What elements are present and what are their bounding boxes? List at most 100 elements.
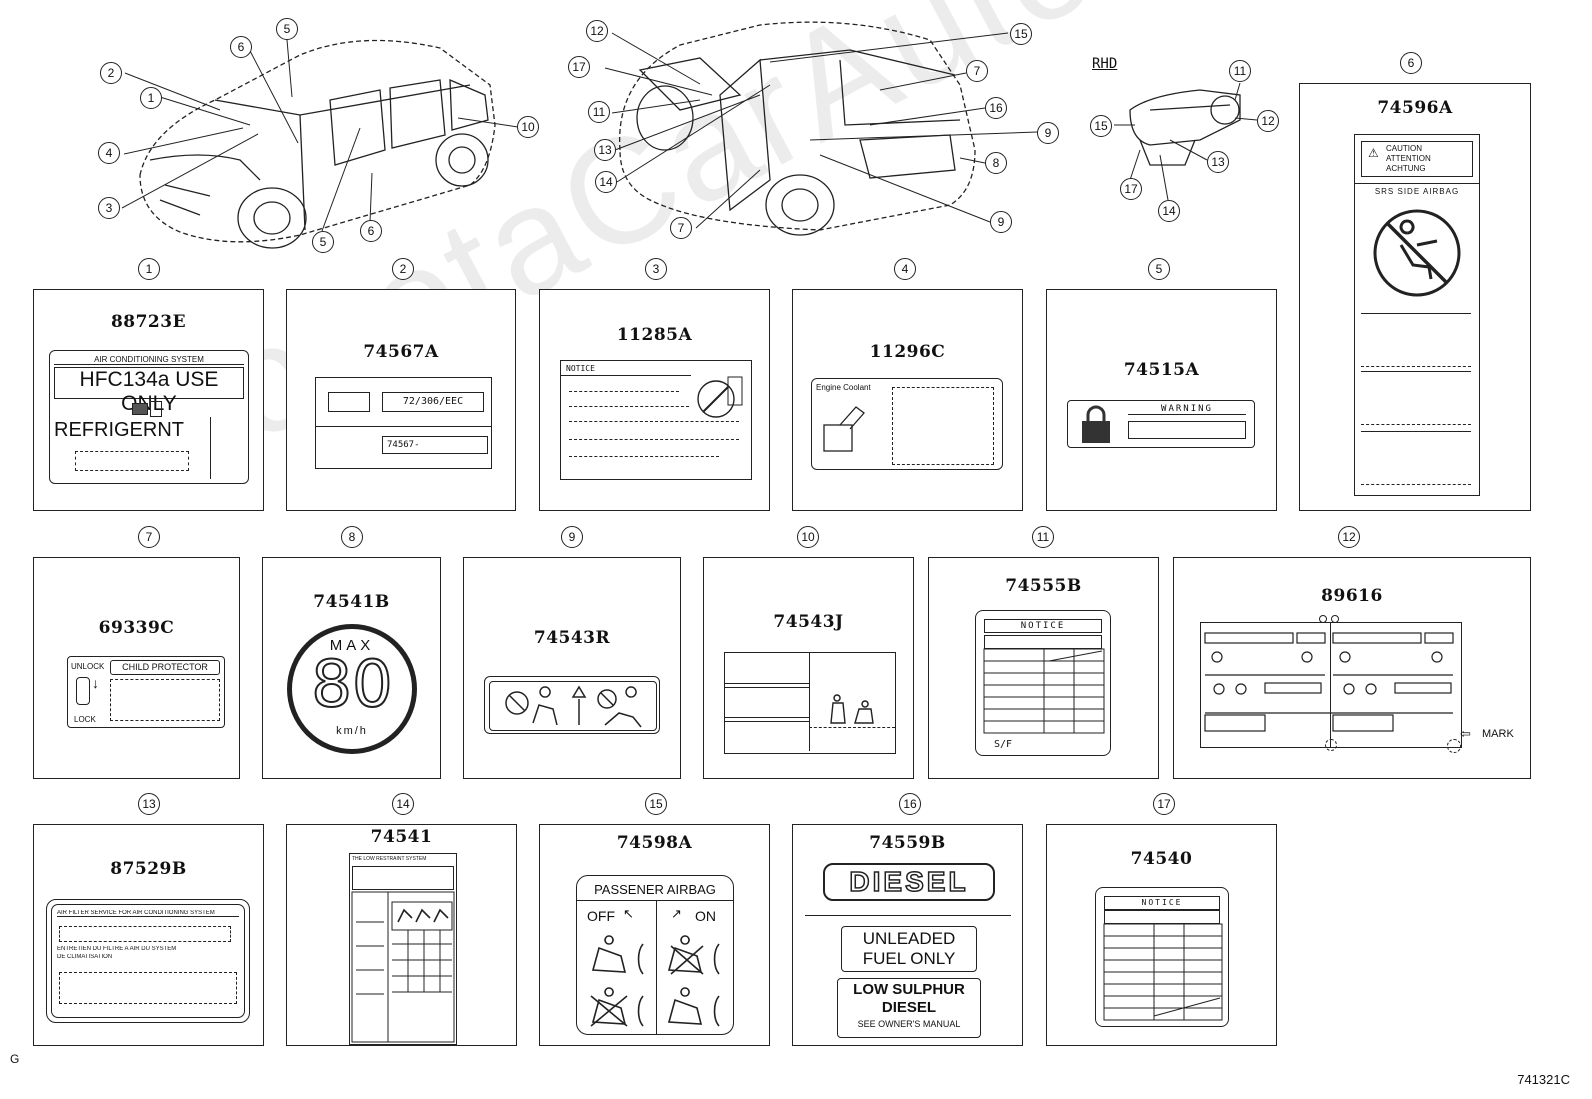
panel-index: 2 bbox=[392, 258, 414, 280]
child-protector-label: UNLOCK CHILD PROTECTOR ↓ LOCK bbox=[67, 656, 225, 728]
ac-side bbox=[210, 417, 245, 479]
lock-icon bbox=[1082, 405, 1110, 443]
caution-text: CAUTION bbox=[1386, 144, 1422, 153]
speed-limit-label: MAX 80 km/h bbox=[287, 624, 417, 754]
callout-mid: 11 bbox=[588, 101, 610, 123]
lock-text: LOCK bbox=[74, 715, 96, 724]
divider bbox=[1330, 623, 1331, 747]
callout-mid: 9 bbox=[1037, 122, 1059, 144]
caution-box: ⚠ CAUTION ATTENTION ACHTUNG bbox=[1361, 141, 1473, 177]
achtung-text: ACHTUNG bbox=[1386, 164, 1426, 173]
diesel-text: DIESEL bbox=[849, 865, 969, 898]
panel-index: 5 bbox=[1148, 258, 1170, 280]
part-number: 74598A bbox=[616, 833, 693, 853]
callout-left: 6 bbox=[230, 36, 252, 58]
coolant-label: Engine Coolant bbox=[811, 378, 1003, 470]
box bbox=[328, 392, 370, 412]
diesel-small-text: DIESEL bbox=[881, 999, 937, 1016]
callout-mid: 14 bbox=[595, 171, 617, 193]
label-panel-15: 74598A PASSENER AIRBAG OFF ↖ ↗ ON bbox=[539, 824, 770, 1046]
notice-header: NOTICE bbox=[566, 364, 595, 373]
off-text: OFF bbox=[587, 908, 615, 924]
sf-label: S/F bbox=[994, 739, 1013, 750]
part-number: 74559B bbox=[869, 833, 946, 853]
attention-text: ATTENTION bbox=[1386, 154, 1431, 163]
row bbox=[725, 721, 809, 722]
tool-icon bbox=[697, 376, 743, 418]
notice-grid bbox=[983, 648, 1105, 734]
text-block bbox=[110, 679, 220, 721]
part-number: 74543R bbox=[533, 628, 611, 648]
label-panel-4: 11296C Engine Coolant bbox=[792, 289, 1023, 511]
text-line bbox=[569, 421, 739, 422]
callout-left: 6 bbox=[360, 220, 382, 242]
rhd-dashboard-illustration bbox=[1129, 89, 1241, 166]
restraint-header: THE LOW RESTRAINT SYSTEM bbox=[352, 856, 427, 862]
seat-label bbox=[724, 652, 896, 754]
box bbox=[352, 866, 454, 890]
part-number: 88723E bbox=[110, 312, 187, 332]
label-code: 74567- bbox=[382, 436, 488, 454]
notice-grid bbox=[1103, 923, 1223, 1021]
text-block bbox=[1361, 371, 1471, 425]
text-block bbox=[59, 972, 237, 1004]
text-block bbox=[59, 926, 231, 942]
notice-table-label-17: NOTICE bbox=[1095, 887, 1229, 1027]
callout-left: 4 bbox=[98, 142, 120, 164]
callout-left: 10 bbox=[517, 116, 539, 138]
filter-fr2: DE CLIMATISATION bbox=[57, 954, 113, 960]
unleaded-text: UNLEADED bbox=[862, 929, 956, 948]
callout-left: 3 bbox=[98, 197, 120, 219]
coolant-icon bbox=[823, 406, 865, 452]
unlock-text: UNLOCK bbox=[71, 662, 105, 671]
inner-frame bbox=[489, 681, 657, 731]
callout-left: 5 bbox=[312, 231, 334, 253]
panel-index: 14 bbox=[392, 793, 414, 815]
row bbox=[725, 687, 809, 688]
panel-index: 3 bbox=[645, 258, 667, 280]
label-panel-13: 87529B AIR FILTER SERVICE FOR AIR CONDIT… bbox=[33, 824, 264, 1046]
warning-header: WARNING bbox=[1128, 404, 1246, 415]
callout-rhd: 13 bbox=[1207, 151, 1229, 173]
label-panel-1: 88723E AIR CONDITIONING SYSTEM HFC134a U… bbox=[33, 289, 264, 511]
label-panel-2: 74567A 72/306/EEC 74567- bbox=[286, 289, 516, 511]
ac-field bbox=[75, 451, 189, 471]
leader-lines bbox=[121, 32, 1258, 232]
label-panel-16: 74559B DIESEL UNLEADED FUEL ONLY LOW SUL… bbox=[792, 824, 1023, 1046]
airbag-warning-label bbox=[484, 676, 660, 734]
left-column bbox=[725, 653, 810, 751]
text-line bbox=[569, 439, 739, 440]
panel-index: 1 bbox=[138, 258, 160, 280]
on-arrow-icon: ↗ bbox=[671, 906, 682, 921]
no-seat-icon bbox=[1373, 209, 1461, 297]
arrow-left-icon: ⇦ bbox=[1460, 726, 1471, 741]
part-number: 11296C bbox=[869, 342, 946, 362]
ac-filter-label: AIR FILTER SERVICE FOR AIR CONDITIONING … bbox=[46, 899, 250, 1023]
ac-label: AIR CONDITIONING SYSTEM HFC134a USE ONLY… bbox=[49, 350, 249, 484]
unleaded-box: UNLEADED FUEL ONLY bbox=[841, 926, 977, 972]
rule bbox=[1355, 183, 1479, 184]
fuel-label-frame: UNLEADED FUEL ONLY LOW SULPHUR DIESEL SE… bbox=[805, 915, 1011, 1040]
callout-left: 5 bbox=[276, 18, 298, 40]
airbag-pictogram-icon bbox=[505, 685, 642, 728]
label-panel-5: 74515A WARNING bbox=[1046, 289, 1277, 511]
label-panel-14: 74541 THE LOW RESTRAINT SYSTEM bbox=[286, 824, 517, 1046]
label-panel-3: 11285A NOTICE bbox=[539, 289, 770, 511]
part-number: 74540 bbox=[1130, 849, 1193, 869]
mark-hole-icon bbox=[1447, 739, 1461, 753]
rhd-label: RHD bbox=[1092, 56, 1118, 72]
ac-main: HFC134a USE ONLY bbox=[54, 367, 244, 415]
mark-label: MARK bbox=[1482, 728, 1514, 740]
sub-header bbox=[1104, 910, 1220, 924]
callout-mid: 13 bbox=[594, 139, 616, 161]
label-panel-6: 74596A ⚠ CAUTION ATTENTION ACHTUNG SRS S… bbox=[1299, 83, 1531, 511]
callout-rhd: 17 bbox=[1120, 178, 1142, 200]
arrow-down-icon: ↓ bbox=[92, 675, 99, 691]
restraint-label: THE LOW RESTRAINT SYSTEM bbox=[349, 853, 457, 1045]
panel-index: 8 bbox=[341, 526, 363, 548]
fuel-only-text: FUEL ONLY bbox=[862, 949, 956, 968]
row bbox=[725, 717, 809, 718]
label-panel-10: 74543J bbox=[703, 557, 914, 779]
switch-icon bbox=[76, 677, 90, 705]
panel-index: 15 bbox=[645, 793, 667, 815]
